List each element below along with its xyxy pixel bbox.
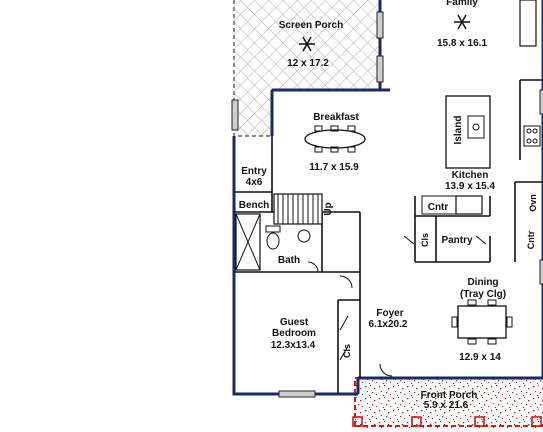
ceiling-fan-icon [454, 14, 470, 30]
dining-table-icon [451, 299, 513, 345]
screen-porch-area [233, 0, 381, 137]
guest-bedroom-label-2: Bedroom [272, 328, 316, 339]
family-label: Family [446, 0, 478, 8]
kitchen-dims: 13.9 x 15.4 [445, 181, 495, 192]
counter-right-label: Cntr [526, 230, 536, 249]
foyer-dims: 6.1x20.2 [369, 319, 408, 330]
dining-label: Dining [467, 277, 498, 288]
dining-dims: 12.9 x 14 [459, 352, 501, 363]
guest-closet-label: Cls [342, 344, 352, 358]
breakfast-table-icon [304, 125, 366, 153]
sink-icon [297, 229, 311, 243]
shower-icon [235, 213, 261, 271]
interior-walls [234, 79, 543, 394]
family-dims: 15.8 x 16.1 [437, 38, 487, 49]
guest-bedroom-dims: 12.3x13.4 [271, 340, 316, 351]
entry-dims: 4x6 [246, 177, 263, 188]
kitchen-island [445, 95, 491, 169]
foyer-label: Foyer [376, 308, 403, 319]
front-porch-label: Front Porch [421, 390, 478, 401]
counter-label: Cntr [428, 202, 449, 213]
entry-label: Entry [241, 166, 267, 177]
bench-label: Bench [239, 200, 270, 211]
oven-label: Ovn [528, 194, 538, 212]
door-swings [307, 235, 487, 377]
screen-porch-dims: 12 x 17.2 [287, 58, 329, 69]
pantry-closet-label: Cls [420, 233, 430, 247]
windows [231, 11, 543, 398]
stairs-up-label: Up [323, 202, 334, 215]
kitchen-label: Kitchen [452, 170, 489, 181]
screen-porch-label: Screen Porch [279, 20, 343, 31]
toilet-icon [265, 225, 281, 250]
ceiling-fan-icon [299, 36, 315, 52]
front-porch-dims: 5.9 x 21.6 [424, 400, 469, 411]
guest-bedroom-label-1: Guest [280, 317, 309, 328]
stairs [273, 193, 323, 225]
breakfast-label: Breakfast [313, 112, 359, 123]
fireplace-icon [519, 0, 537, 47]
dining-sub-label: (Tray Clg) [460, 289, 506, 300]
island-label: Island [453, 116, 464, 145]
range-icon [523, 125, 541, 147]
pantry-label: Pantry [441, 235, 473, 246]
breakfast-dims: 11.7 x 15.9 [309, 162, 359, 173]
bath-label: Bath [278, 255, 300, 266]
counter-top [421, 195, 457, 215]
refrigerator-icon [455, 195, 483, 215]
front-porch-area [352, 377, 543, 428]
